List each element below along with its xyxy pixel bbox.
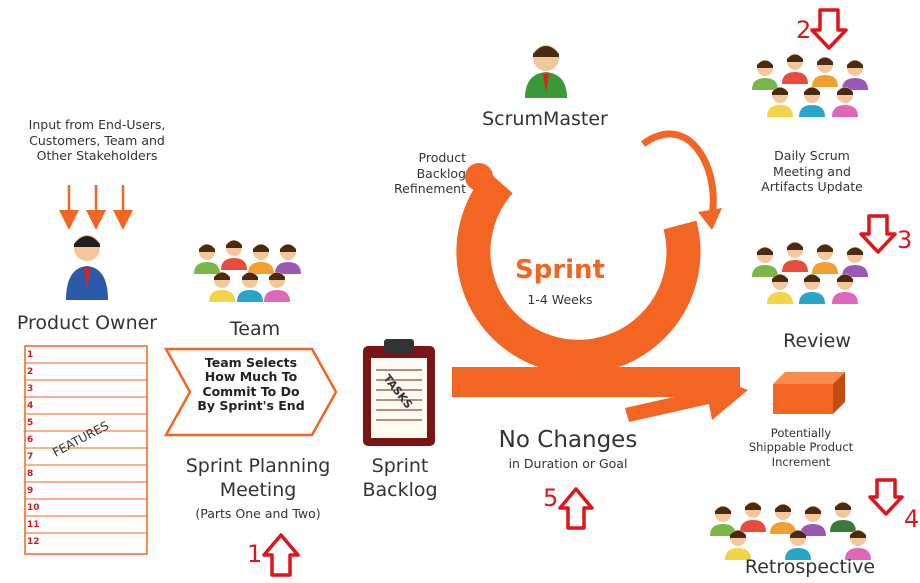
sprint-planning-label: Sprint Planning Meeting [185,455,331,501]
backlog-number: 2 [27,367,34,377]
input-text: Input from End-Users, Customers, Team an… [28,117,166,164]
marker-3-down-arrow [859,214,897,254]
marker-1-up-arrow [262,533,300,577]
sprint-title: Sprint [514,255,605,285]
marker-1: 1 [247,540,263,568]
backlog-number: 12 [27,537,40,547]
team-selects-text: Team Selects How Much To Commit To Do By… [197,355,305,414]
product-owner-label: Product Owner [16,312,158,334]
backlog-refinement-label: Product Backlog Refinement [394,150,466,197]
marker-4: 4 [904,505,920,533]
backlog-number: 11 [27,520,40,530]
scrum-master-label: ScrumMaster [482,108,608,130]
backlog-number: 5 [27,418,34,428]
sprint-duration: 1-4 Weeks [527,292,593,307]
product-backlog-list [24,345,148,555]
backlog-number: 8 [27,469,34,479]
backlog-number: 7 [27,452,34,462]
increment-label: Potentially Shippable Product Increment [748,426,854,469]
team-selects-chevron [163,347,338,437]
backlog-number: 4 [27,401,34,411]
sprint-cycle [452,130,740,397]
increment-arrow [625,372,748,422]
backlog-numbers: 1 2 3 4 5 6 7 8 9 10 11 12 [27,347,57,551]
parts-label: (Parts One and Two) [195,506,321,521]
marker-2: 2 [796,16,812,44]
no-changes-label: No Changes [498,427,638,453]
product-owner-icon [66,235,108,300]
sprint-backlog-clipboard [363,339,435,446]
input-arrows [59,185,133,230]
backlog-number: 6 [27,435,34,445]
marker-2-down-arrow [810,8,848,50]
retrospective-label: Retrospective [744,556,876,578]
marker-4-down-arrow [868,478,904,516]
review-group-icon [752,242,868,304]
daily-scrum-group-icon [752,54,868,117]
increment-box-icon [773,372,845,414]
scrum-master-icon [525,45,567,98]
retrospective-group-icon [710,502,871,560]
marker-5-up-arrow [558,487,594,530]
marker-5: 5 [543,484,559,512]
review-label: Review [783,330,851,352]
backlog-number: 10 [27,503,40,513]
no-changes-sub: in Duration or Goal [508,456,628,471]
team-label: Team [229,318,281,340]
backlog-number: 9 [27,486,34,496]
daily-scrum-label: Daily Scrum Meeting and Artifacts Update [761,148,863,195]
team-group-icon [194,240,301,302]
marker-3: 3 [897,226,913,254]
backlog-number: 1 [27,350,34,360]
sprint-backlog-label: Sprint Backlog [362,455,438,501]
backlog-number: 3 [27,384,34,394]
